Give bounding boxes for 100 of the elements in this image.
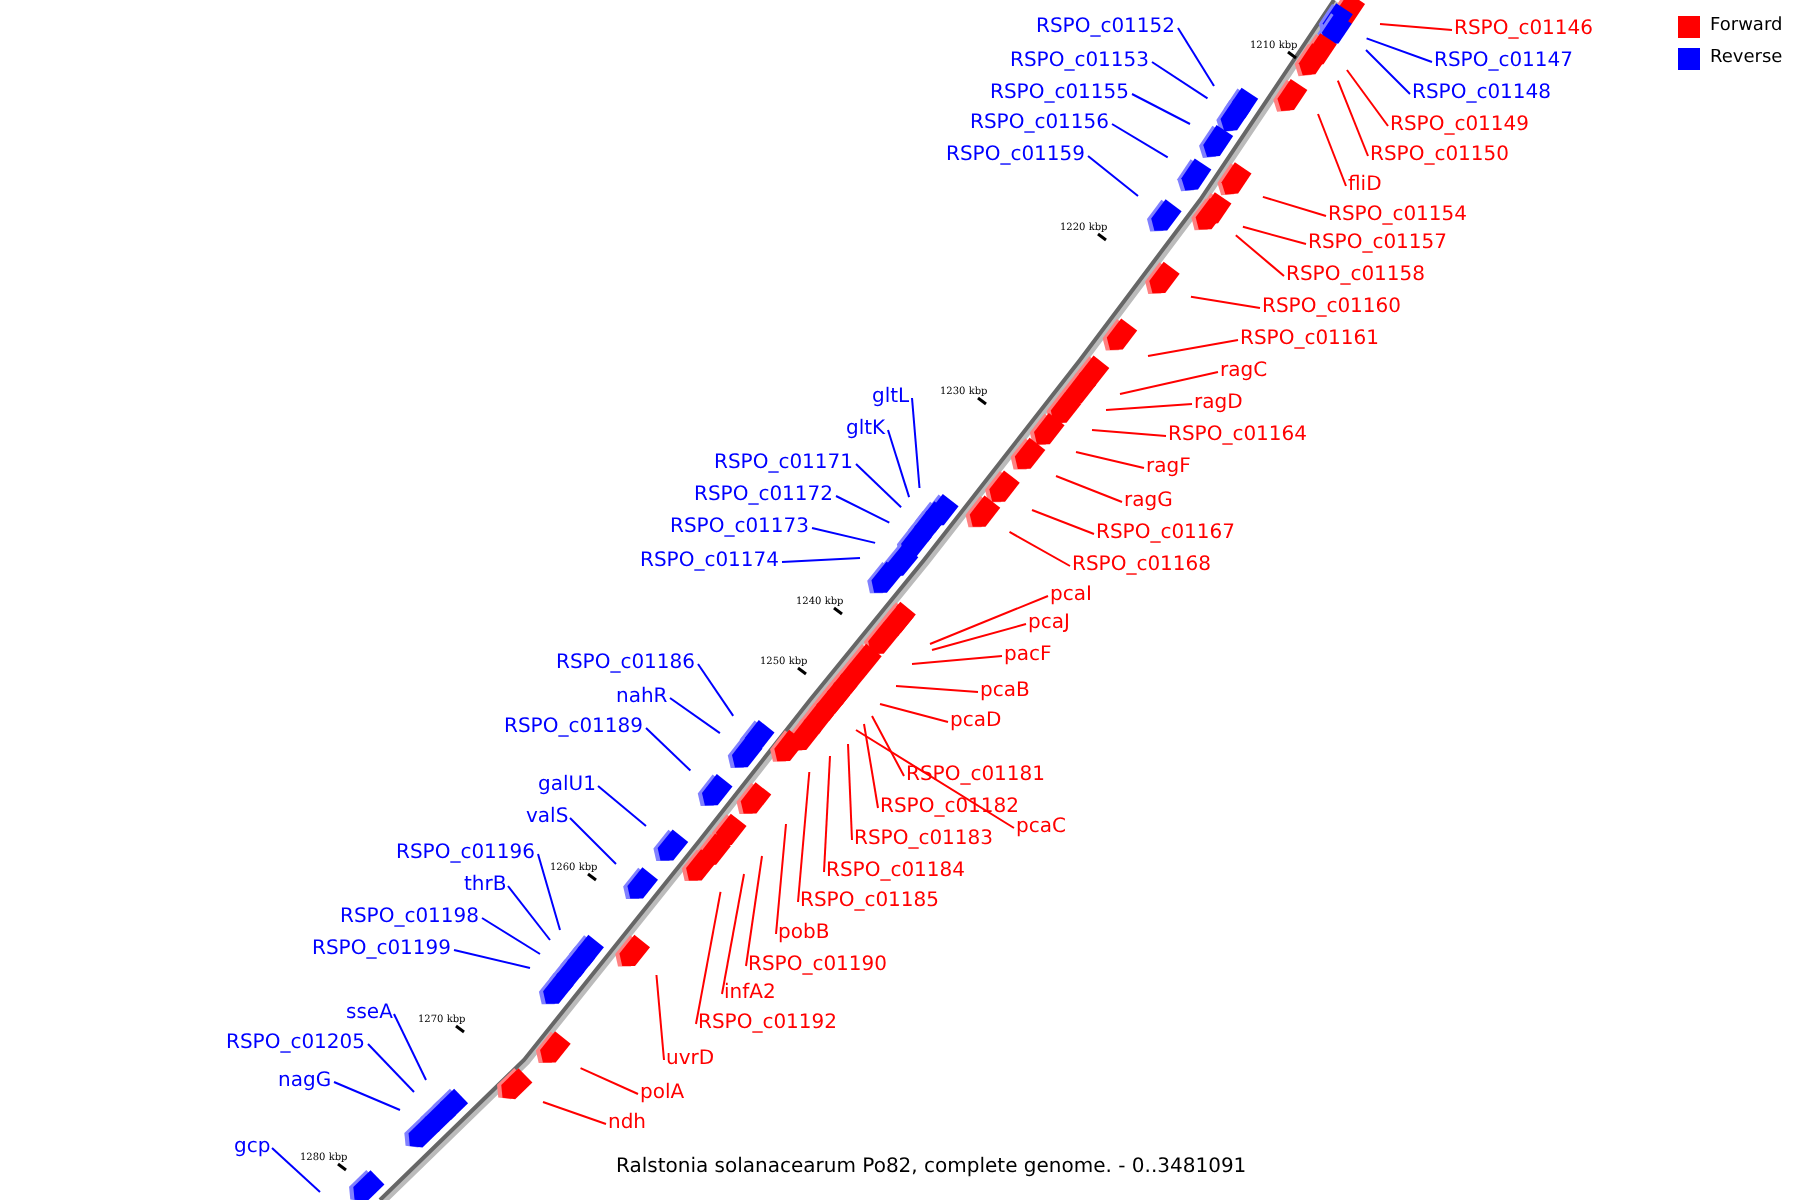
leader-line [929,595,1049,645]
leader-line [481,917,541,955]
gene-label: RSPO_c01190 [748,954,888,978]
leader-line [895,685,979,693]
gene-label: RSPO_c01164 [1168,424,1308,448]
leader-line [1365,37,1433,63]
leader-line [655,974,665,1061]
gene-label: RSPO_c01167 [1096,522,1236,546]
gene-label: RSPO_c01148 [1412,82,1552,106]
gene-label: RSPO_c01160 [1262,296,1402,320]
leader-line [1189,295,1261,309]
leader-line [1151,61,1209,100]
gene-label: galU1 [538,774,596,798]
legend-label: Reverse [1710,48,1783,70]
gene-label: RSPO_c01186 [556,652,696,676]
gene-label: uvrD [666,1048,715,1072]
gene-label: infA2 [724,982,776,1006]
leader-line [1075,451,1145,469]
gene-label: pcaI [1050,584,1092,608]
gene-label: RSPO_c01155 [990,82,1130,106]
leader-line [847,743,853,841]
gene-label: RSPO_c01147 [1434,50,1574,74]
leader-line [931,623,1027,651]
leader-line [695,890,722,1025]
leader-line [1379,23,1453,31]
gene-label: RSPO_c01198 [340,906,480,930]
caption: Ralstonia solanacearum Po82, complete genome. - 0..3481091 [616,1156,1247,1180]
gene-label: RSPO_c01173 [670,516,810,540]
gene-label: polA [640,1082,685,1106]
gene-label: RSPO_c01192 [698,1012,838,1036]
gene-label: gltL [872,386,910,410]
leader-line [879,703,949,723]
gene-label: pacF [1004,644,1052,668]
leader-line [697,663,735,717]
leader-line [1241,225,1307,245]
gene-label: nahR [616,686,668,710]
leader-line [1087,155,1139,197]
leader-line [911,397,921,489]
leader-line [1091,429,1167,437]
gene-label: RSPO_c01168 [1072,554,1212,578]
leader-line [1234,234,1285,277]
leader-line [823,755,831,873]
gene-label: ndh [608,1112,647,1136]
leader-line [781,557,861,563]
gene-label: fliD [1348,174,1382,198]
gene-label: RSPO_c01153 [1010,50,1150,74]
gene-label: thrB [464,874,507,898]
leader-line [507,885,551,941]
gene-label: RSPO_c01150 [1370,144,1510,168]
leader-line [1119,371,1219,395]
leader-line [1345,69,1389,127]
leader-line [721,873,745,995]
leader-line [579,1067,639,1095]
leader-line [569,817,617,865]
gene-label: RSPO_c01159 [946,144,1086,168]
gene-label: gcp [234,1136,271,1160]
leader-line [855,463,903,509]
gene-label: pcaB [980,680,1030,704]
gene-label: RSPO_c01157 [1308,232,1448,256]
leader-line [1131,93,1191,125]
gene-label: gltK [846,418,886,442]
leader-line [835,495,891,524]
gene-label: RSPO_c01171 [714,452,854,476]
leader-line [367,1043,415,1093]
leader-line [393,1013,427,1081]
leader-line [797,770,811,903]
gene-label: RSPO_c01154 [1328,204,1468,228]
gene-label: ragD [1194,392,1243,416]
leader-line [271,1147,321,1193]
gene-label: RSPO_c01152 [1036,16,1176,40]
leader-line [1317,113,1347,187]
gene-label: RSPO_c01149 [1390,114,1530,138]
leader-line [1365,49,1411,95]
leader-line [1031,509,1095,535]
gene-label: pobB [778,922,830,946]
gene-label: ragF [1146,456,1191,480]
gene-label: RSPO_c01205 [226,1032,366,1056]
leader-line [863,723,879,809]
leader-line [811,527,877,544]
gene-label: RSPO_c01174 [640,550,780,574]
gene-label: RSPO_c01161 [1240,328,1380,352]
leader-line [1261,195,1327,217]
gene-label: RSPO_c01189 [504,716,644,740]
leader-line [453,949,531,969]
leader-line [542,1100,607,1125]
leader-line [871,715,905,777]
gene-label: RSPO_c01146 [1454,18,1594,42]
leader-line [911,655,1003,665]
leader-line [775,823,787,935]
gene-label: RSPO_c01199 [312,938,452,962]
leader-line [597,785,647,827]
gene-label: RSPO_c01184 [826,860,966,884]
leader-line [1336,79,1369,157]
leader-line [1055,475,1123,503]
leader-line [1105,403,1193,411]
gene-label: pcaJ [1028,612,1070,636]
gene-label: RSPO_c01183 [854,828,994,852]
gene-label: RSPO_c01196 [396,842,536,866]
leader-line [1147,339,1239,357]
leader-line [887,429,911,499]
